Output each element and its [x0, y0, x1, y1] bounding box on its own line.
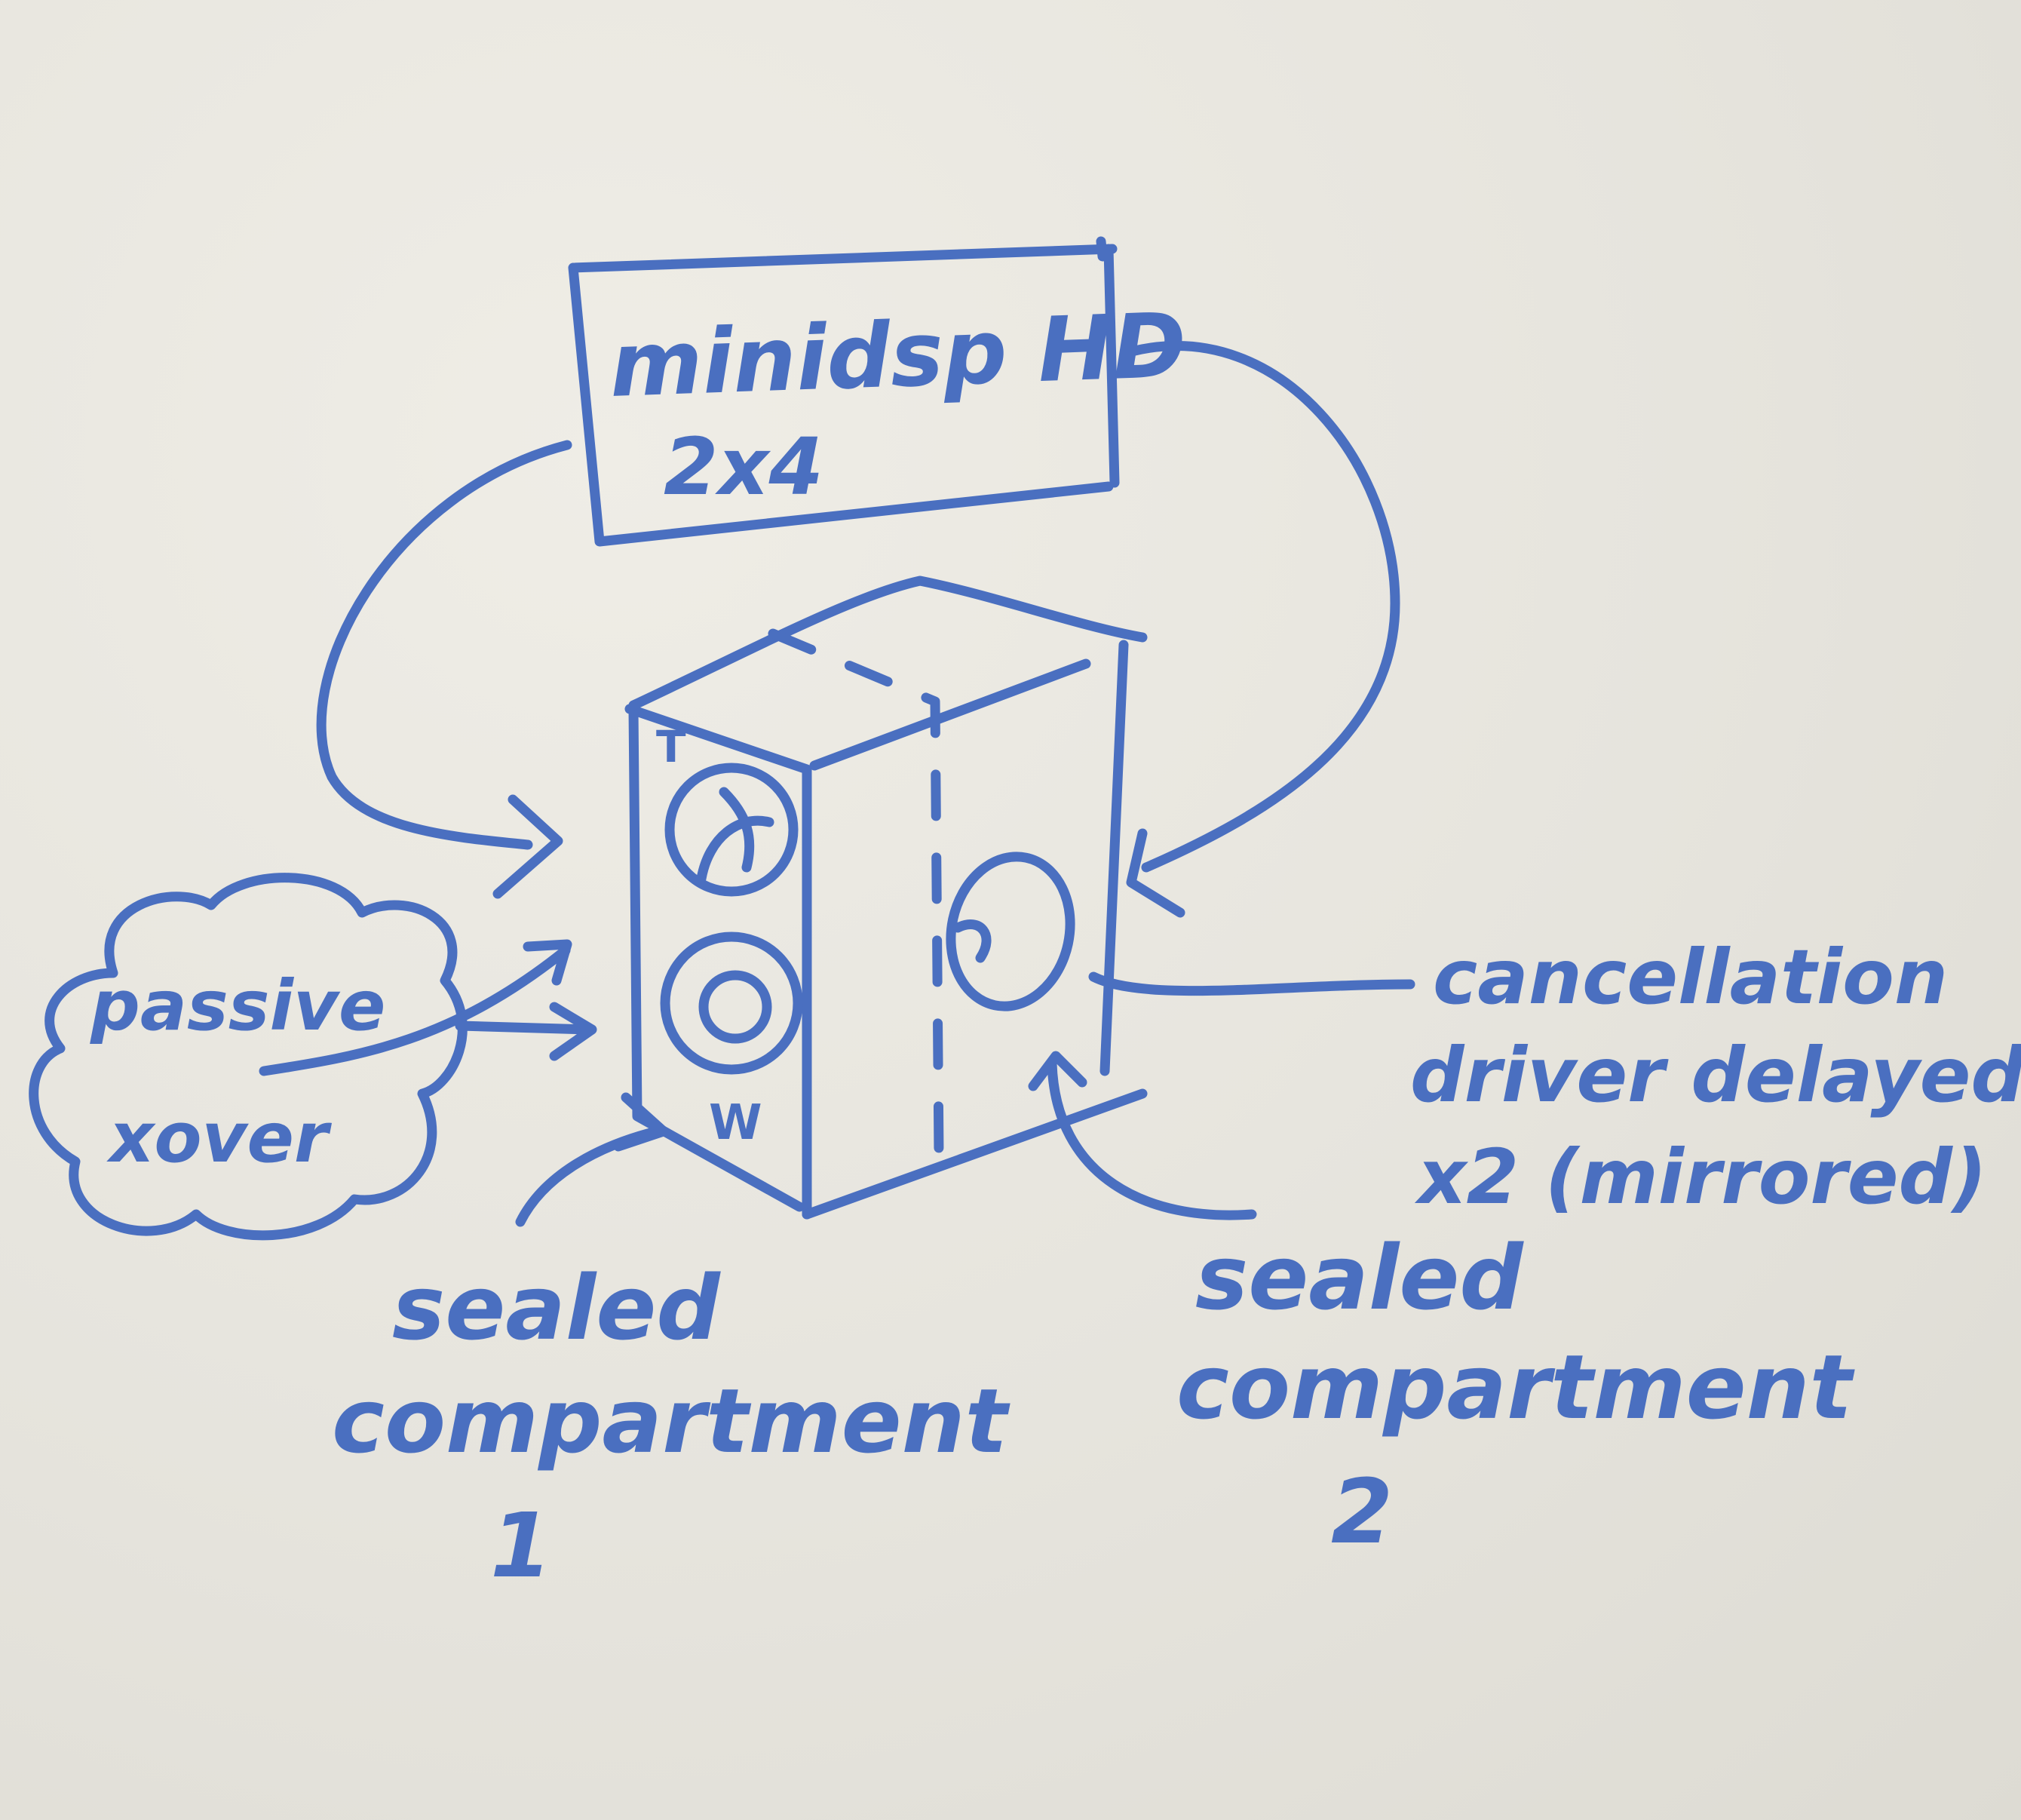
tweeter-label: T	[656, 721, 686, 772]
compartment-divider	[768, 628, 944, 1159]
minidsp-model: 2x4	[664, 421, 823, 513]
speaker-cabinet	[624, 575, 1148, 1220]
compartment-1-line-1: sealed	[392, 1256, 721, 1360]
arrow-head-xover-tweeter	[523, 939, 572, 986]
crossover-label-xover: xover	[106, 1097, 333, 1178]
compartment-2-line-3: 2	[1331, 1459, 1393, 1564]
minidsp-title: minidsp HD	[608, 293, 1188, 417]
crossover-cloud	[29, 873, 468, 1241]
compartment-1-line-3: 1	[490, 1493, 552, 1597]
cancellation-line-2: driver delayed	[1410, 1031, 2021, 1119]
arrow-head-compartment-1	[613, 1092, 669, 1152]
tweeter-driver	[664, 763, 799, 897]
crossover-label-passive: passive	[90, 965, 385, 1046]
cancellation-line-3: x2 (mirrored)	[1414, 1133, 1987, 1221]
minidsp-box	[568, 236, 1120, 547]
wire-dsp-to-cancellation	[1130, 341, 1400, 873]
compartment-2-line-2: compartment	[1176, 1335, 1856, 1439]
cancellation-line-1: cancellation	[1433, 933, 1948, 1021]
arrow-head-xover-woofer	[549, 1002, 597, 1061]
arrow-head-tweeter	[492, 794, 563, 899]
leader-cancellation	[1088, 971, 1415, 996]
leader-compartment-2	[1047, 1058, 1257, 1220]
cancellation-driver	[946, 852, 1075, 1011]
wire-xover-to-tweeter	[259, 945, 571, 1076]
compartment-1-line-2: compartment	[332, 1369, 1011, 1473]
arrow-head-compartment-2	[1028, 1051, 1087, 1091]
wire-dsp-to-tweeter	[316, 440, 572, 850]
arrow-head-cancellation	[1126, 828, 1185, 918]
compartment-2-line-1: sealed	[1195, 1226, 1524, 1330]
wire-xover-to-woofer	[455, 1020, 593, 1035]
woofer-label: W	[709, 1095, 762, 1151]
woofer-driver	[660, 931, 803, 1075]
